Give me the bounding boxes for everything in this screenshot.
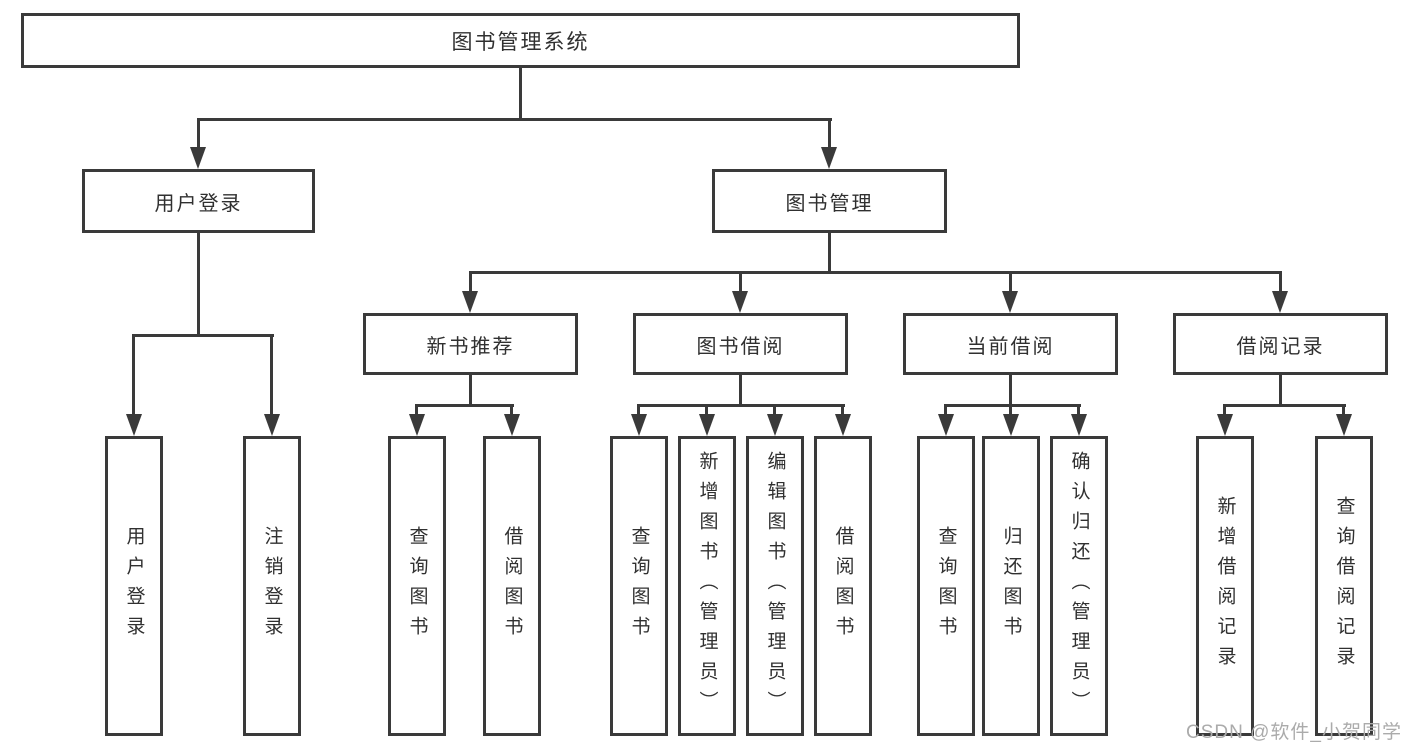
leaf-borrowing-query-books: 查询图书 (610, 436, 668, 736)
node-label: 查询图书 (935, 526, 957, 646)
connector-vline (197, 233, 200, 336)
connector-vline (828, 120, 831, 147)
leaf-current-confirm-return-admin: 确认归还（管理员） (1050, 436, 1108, 736)
node-label: 查询图书 (628, 526, 650, 646)
connector-arrow-down (938, 414, 954, 436)
connector-vline (1009, 375, 1012, 406)
node-label: 用户登录 (123, 526, 145, 646)
node-book-borrowing: 图书借阅 (633, 313, 848, 375)
leaf-borrowing-edit-books-admin: 编辑图书（管理员） (746, 436, 804, 736)
connector-vline (944, 406, 947, 414)
connector-vline (270, 336, 273, 414)
connector-arrow-down (264, 414, 280, 436)
connector-vline (739, 273, 742, 291)
node-label: 图书管理系统 (451, 30, 590, 54)
connector-vline (773, 406, 776, 414)
connector-arrow-down (767, 414, 783, 436)
node-label: 借阅图书 (501, 526, 523, 646)
connector-vline (1279, 273, 1282, 291)
connector-arrow-down (462, 291, 478, 313)
node-label: 借阅记录 (1236, 335, 1325, 358)
connector-arrow-down (631, 414, 647, 436)
connector-hline (132, 334, 274, 337)
connector-vline (469, 273, 472, 291)
connector-vline (197, 120, 200, 147)
connector-vline (705, 406, 708, 414)
connector-vline (1279, 375, 1282, 406)
node-label: 新增图书（管理员） (696, 451, 718, 721)
node-label: 当前借阅 (966, 335, 1055, 358)
connector-arrow-down (504, 414, 520, 436)
connector-hline (944, 404, 1081, 407)
node-label: 用户登录 (154, 192, 243, 215)
node-user-login: 用户登录 (82, 169, 315, 233)
leaf-records-add-borrow-record: 新增借阅记录 (1196, 436, 1254, 736)
connector-arrow-down (1336, 414, 1352, 436)
connector-arrow-down (1217, 414, 1233, 436)
leaf-current-query-books: 查询图书 (917, 436, 975, 736)
connector-hline (469, 271, 1282, 274)
node-label: 新增借阅记录 (1214, 496, 1236, 676)
connector-vline (1342, 406, 1345, 414)
node-current-borrowing: 当前借阅 (903, 313, 1118, 375)
connector-arrow-down (1272, 291, 1288, 313)
connector-hline (197, 118, 832, 121)
leaf-recommend-query-books: 查询图书 (388, 436, 446, 736)
leaf-current-return-books: 归还图书 (982, 436, 1040, 736)
node-new-book-recommendation: 新书推荐 (363, 313, 578, 375)
leaf-user-login: 用户登录 (105, 436, 163, 736)
node-label: 新书推荐 (426, 335, 515, 358)
node-label: 确认归还（管理员） (1068, 451, 1090, 721)
leaf-borrowing-add-books-admin: 新增图书（管理员） (678, 436, 736, 736)
node-label: 图书借阅 (696, 335, 785, 358)
connector-arrow-down (409, 414, 425, 436)
node-label: 归还图书 (1000, 526, 1022, 646)
leaf-recommend-borrow-books: 借阅图书 (483, 436, 541, 736)
connector-hline (1223, 404, 1346, 407)
node-label: 查询图书 (406, 526, 428, 646)
connector-arrow-down (1002, 291, 1018, 313)
connector-vline (828, 233, 831, 273)
watermark: CSDN @软件_小贺同学 (1186, 722, 1402, 743)
connector-arrow-down (732, 291, 748, 313)
node-label: 借阅图书 (832, 526, 854, 646)
node-borrowing-records: 借阅记录 (1173, 313, 1388, 375)
connector-arrow-down (190, 147, 206, 169)
connector-vline (1009, 406, 1012, 414)
leaf-borrowing-borrow-books: 借阅图书 (814, 436, 872, 736)
connector-vline (1077, 406, 1080, 414)
node-book-management: 图书管理 (712, 169, 947, 233)
connector-arrow-down (699, 414, 715, 436)
connector-vline (739, 375, 742, 406)
connector-vline (1223, 406, 1226, 414)
connector-vline (637, 406, 640, 414)
connector-vline (519, 68, 522, 120)
connector-arrow-down (835, 414, 851, 436)
node-label: 编辑图书（管理员） (764, 451, 786, 721)
connector-vline (132, 336, 135, 414)
connector-hline (637, 404, 845, 407)
connector-arrow-down (1003, 414, 1019, 436)
node-library-management-system: 图书管理系统 (21, 13, 1020, 68)
node-label: 图书管理 (785, 192, 874, 215)
connector-vline (415, 406, 418, 414)
leaf-records-query-borrow-record: 查询借阅记录 (1315, 436, 1373, 736)
connector-vline (1009, 273, 1012, 291)
node-label: 注销登录 (261, 526, 283, 646)
connector-arrow-down (126, 414, 142, 436)
connector-arrow-down (1071, 414, 1087, 436)
connector-vline (510, 406, 513, 414)
node-label: 查询借阅记录 (1333, 496, 1355, 676)
connector-hline (415, 404, 514, 407)
leaf-logout: 注销登录 (243, 436, 301, 736)
connector-vline (841, 406, 844, 414)
connector-arrow-down (821, 147, 837, 169)
connector-vline (469, 375, 472, 406)
